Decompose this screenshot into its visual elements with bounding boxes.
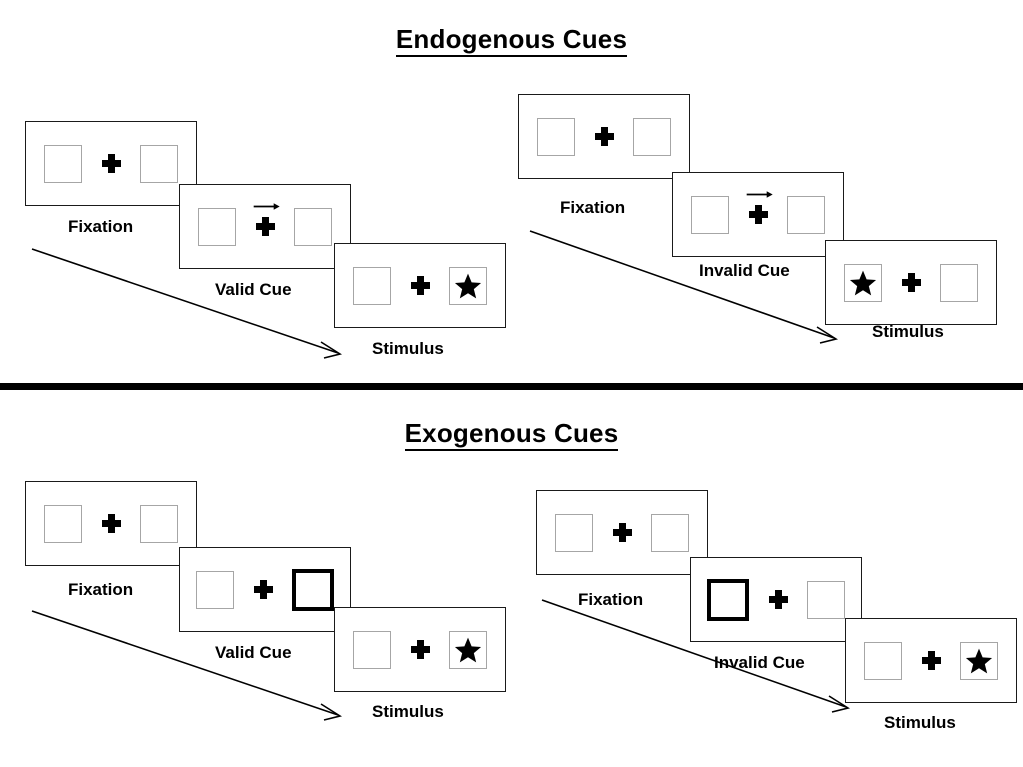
panel-endogenous-valid-cue (179, 184, 351, 269)
star-icon (454, 637, 482, 662)
panel-content (353, 630, 487, 669)
placeholder-box-left (691, 195, 729, 234)
stage-label-valid-cue: Valid Cue (215, 280, 292, 299)
panel-content (353, 266, 487, 305)
plus-icon (253, 580, 273, 599)
placeholder-box-left-target (844, 263, 882, 302)
panel-endogenous-valid-stimulus (334, 243, 506, 328)
section-title-exogenous: Exogenous Cues (0, 418, 1023, 451)
placeholder-box-left (196, 570, 234, 609)
panel-content (555, 513, 689, 552)
stage-label-stimulus: Stimulus (372, 339, 444, 358)
stage-label-stimulus: Stimulus (372, 702, 444, 721)
star-icon (965, 648, 993, 673)
placeholder-box-right (140, 504, 178, 543)
placeholder-box-left (44, 504, 82, 543)
center-stack (405, 276, 435, 295)
center-stack (96, 514, 126, 533)
plus-icon (410, 640, 430, 659)
center-stack (896, 273, 926, 292)
placeholder-box-left (353, 266, 391, 305)
panel-exogenous-invalid-fixation (536, 490, 708, 575)
timeline-arrow-icon (529, 230, 839, 344)
stage-label-stimulus: Stimulus (884, 713, 956, 732)
plus-icon (612, 523, 632, 542)
center-stack (589, 127, 619, 146)
center-stack (96, 154, 126, 173)
stage-label-stimulus: Stimulus (872, 322, 944, 341)
placeholder-box-right (651, 513, 689, 552)
panel-content (196, 568, 334, 611)
placeholder-box-right-target (960, 641, 998, 680)
star-icon (454, 273, 482, 298)
panel-endogenous-invalid-cue (672, 172, 844, 257)
panel-exogenous-invalid-stimulus (845, 618, 1017, 703)
placeholder-box-right-target (449, 630, 487, 669)
plus-icon (101, 514, 121, 533)
timeline-arrow-icon (31, 610, 343, 721)
stage-label-fixation: Fixation (68, 580, 134, 599)
panel-exogenous-valid-fixation (25, 481, 197, 566)
stage-label-invalid-cue: Invalid Cue (699, 261, 790, 280)
panel-content (44, 504, 178, 543)
cued-box-left (707, 578, 749, 621)
placeholder-box-left (537, 117, 575, 156)
placeholder-box-right-target (449, 266, 487, 305)
panel-endogenous-valid-fixation (25, 121, 197, 206)
plus-icon (768, 590, 788, 609)
placeholder-box-left (44, 144, 82, 183)
stage-label-fixation: Fixation (578, 590, 644, 609)
center-stack (248, 580, 278, 599)
placeholder-box-left (198, 207, 236, 246)
right-arrow-icon (746, 191, 773, 198)
panel-content (844, 263, 978, 302)
placeholder-box-right (940, 263, 978, 302)
right-arrow-icon (253, 203, 280, 210)
section-title-exogenous-text: Exogenous Cues (404, 418, 619, 451)
center-stack (763, 590, 793, 609)
plus-icon (101, 154, 121, 173)
panel-endogenous-invalid-stimulus (825, 240, 997, 325)
center-stack (743, 191, 773, 224)
placeholder-box-left (353, 630, 391, 669)
section-title-endogenous-text: Endogenous Cues (395, 24, 628, 57)
panel-exogenous-valid-cue (179, 547, 351, 632)
placeholder-box-right (807, 580, 845, 619)
plus-icon (594, 127, 614, 146)
panel-content (44, 144, 178, 183)
center-stack (250, 203, 280, 236)
placeholder-box-right (787, 195, 825, 234)
panel-content (537, 117, 671, 156)
placeholder-box-right (633, 117, 671, 156)
stage-label-fixation: Fixation (68, 217, 134, 236)
plus-icon (921, 651, 941, 670)
center-stack (607, 523, 637, 542)
plus-icon (410, 276, 430, 295)
placeholder-box-right (294, 207, 332, 246)
plus-icon (901, 273, 921, 292)
panel-content (691, 191, 825, 234)
panel-content (864, 641, 998, 680)
section-divider (0, 383, 1023, 390)
panel-exogenous-invalid-cue (690, 557, 862, 642)
timeline-arrow-icon (31, 248, 343, 359)
center-stack (405, 640, 435, 659)
placeholder-box-left (555, 513, 593, 552)
panel-content (198, 203, 332, 246)
center-stack (916, 651, 946, 670)
panel-exogenous-valid-stimulus (334, 607, 506, 692)
cued-box-right (292, 568, 334, 611)
star-icon (849, 270, 877, 295)
stage-label-fixation: Fixation (560, 198, 626, 217)
plus-icon (748, 205, 768, 224)
placeholder-box-right (140, 144, 178, 183)
stage-label-invalid-cue: Invalid Cue (714, 653, 805, 672)
placeholder-box-left (864, 641, 902, 680)
panel-content (707, 578, 845, 621)
plus-icon (255, 217, 275, 236)
panel-endogenous-invalid-fixation (518, 94, 690, 179)
section-title-endogenous: Endogenous Cues (0, 24, 1023, 57)
stage-label-valid-cue: Valid Cue (215, 643, 292, 662)
timeline-arrow-icon (541, 599, 851, 713)
